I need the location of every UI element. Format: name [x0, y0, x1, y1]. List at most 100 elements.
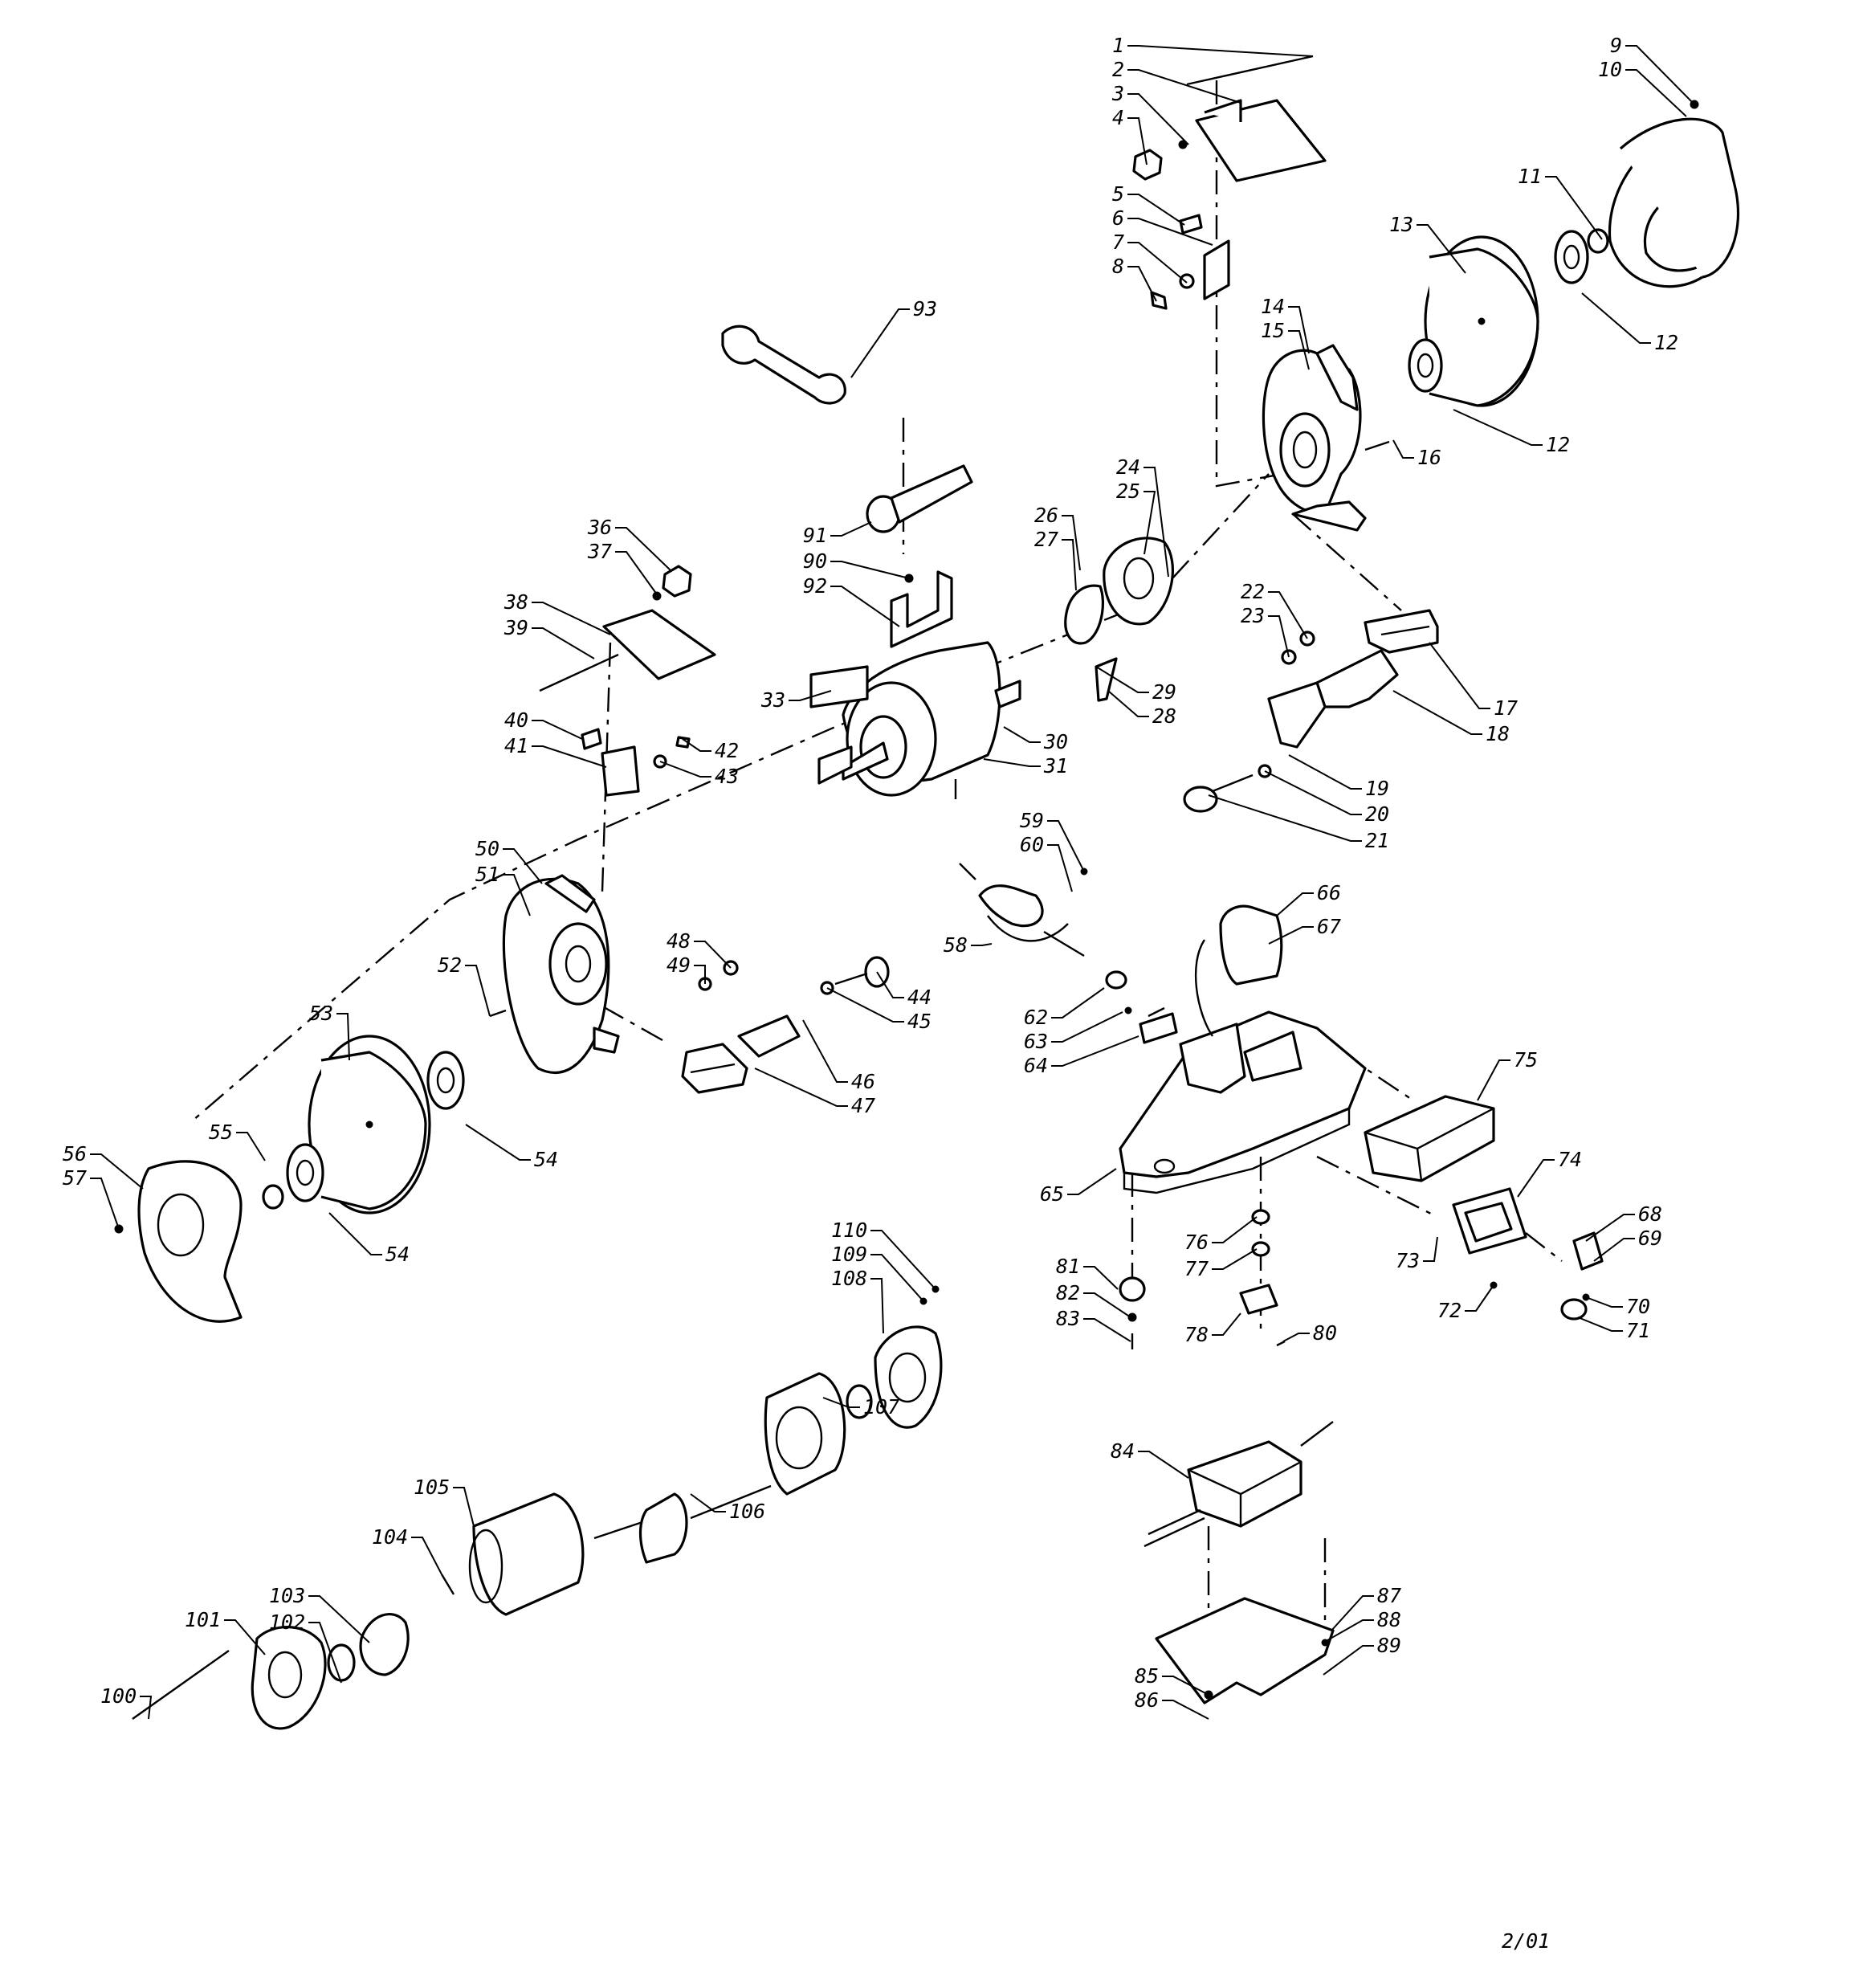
callout-23: 23: [1241, 604, 1290, 658]
leader-line: [1268, 591, 1308, 639]
leader-line: [789, 690, 832, 701]
callout-69: 69: [1593, 1227, 1662, 1262]
callout-label: 75: [1514, 1048, 1538, 1072]
leader-line: [1143, 467, 1169, 578]
leader-line: [1585, 1214, 1635, 1242]
callout-label: 25: [1116, 480, 1140, 503]
callout-label: 76: [1184, 1231, 1209, 1254]
callout-52: 52: [438, 953, 491, 1017]
callout-label: 16: [1417, 446, 1441, 469]
leader-line: [876, 971, 904, 998]
leader-line: [1127, 93, 1189, 145]
callout-12: 12: [1453, 409, 1570, 456]
callout-110: 110: [831, 1219, 936, 1290]
callout-64: 64: [1024, 1035, 1139, 1077]
leader-line: [971, 943, 993, 946]
callout-label: 22: [1241, 580, 1265, 603]
callout-92: 92: [803, 574, 900, 627]
leader-line: [690, 1493, 726, 1512]
end-bell-right: [1064, 537, 1174, 702]
callout-label: 54: [385, 1243, 410, 1266]
leader-line: [236, 1132, 266, 1161]
callout-label: 93: [913, 297, 937, 320]
callout-label: 17: [1494, 696, 1518, 720]
callout-26: 26: [1034, 504, 1081, 571]
callout-layer: 1234567891011121213141516171819202122232…: [63, 34, 1695, 1720]
callout-label: 3: [1111, 82, 1124, 105]
callout-label: 100: [100, 1684, 137, 1708]
callout-17: 17: [1429, 642, 1518, 720]
callout-label: 24: [1116, 455, 1140, 479]
callout-label: 106: [729, 1500, 765, 1523]
callout-label: 69: [1638, 1227, 1662, 1250]
callout-65: 65: [1040, 1168, 1117, 1206]
callout-15: 15: [1261, 319, 1310, 370]
leader-line: [465, 965, 491, 1017]
callout-73: 73: [1396, 1236, 1438, 1272]
leader-line: [1162, 1676, 1209, 1696]
leader-line: [1453, 409, 1543, 446]
leader-line: [1051, 1011, 1123, 1043]
callout-label: 59: [1020, 809, 1044, 832]
callout-47: 47: [754, 1067, 875, 1117]
callout-label: 5: [1112, 182, 1124, 206]
callout-label: 33: [760, 688, 785, 712]
callout-label: 82: [1056, 1281, 1080, 1304]
callout-27: 27: [1034, 528, 1077, 591]
callout-36: 36: [587, 516, 671, 571]
callout-59: 59: [1020, 809, 1085, 872]
leader-line: [1264, 770, 1362, 815]
leader-line: [1083, 1266, 1119, 1290]
callout-label: 27: [1034, 528, 1058, 551]
callout-4: 4: [1112, 106, 1148, 165]
callout-label: 7: [1112, 231, 1124, 254]
callout-label: 85: [1135, 1664, 1159, 1688]
callout-56: 56: [63, 1142, 144, 1190]
leader-line: [1323, 1619, 1374, 1643]
callout-label: 30: [1043, 730, 1068, 753]
callout-label: 6: [1112, 206, 1124, 230]
leader-line: [822, 1397, 860, 1408]
leader-line: [682, 738, 711, 752]
callout-106: 106: [690, 1493, 765, 1523]
leader-line: [532, 745, 607, 768]
callout-63: 63: [1024, 1011, 1123, 1053]
callout-label: 80: [1313, 1321, 1337, 1345]
callout-60: 60: [1020, 833, 1073, 892]
callout-50: 50: [475, 837, 543, 884]
callout-label: 4: [1112, 106, 1124, 129]
leader-line: [1062, 515, 1081, 571]
callout-3: 3: [1111, 82, 1189, 145]
leader-line: [1127, 45, 1314, 57]
callout-label: 2: [1112, 58, 1124, 81]
callout-67: 67: [1268, 915, 1341, 945]
leader-line: [1047, 820, 1085, 872]
callout-107: 107: [822, 1395, 899, 1419]
callout-label: 91: [803, 524, 827, 547]
callout-81: 81: [1056, 1255, 1119, 1290]
callout-label: 74: [1558, 1148, 1582, 1171]
leader-line: [830, 561, 910, 579]
callout-label: 12: [1654, 331, 1678, 354]
callout-label: 31: [1043, 754, 1068, 778]
leader-line: [1051, 987, 1105, 1018]
lamp-assembly: [866, 464, 973, 648]
leader-line: [1083, 1318, 1131, 1342]
callout-label: 14: [1261, 295, 1285, 318]
leader-line: [1331, 1595, 1374, 1631]
callout-14: 14: [1261, 295, 1310, 354]
callout-2: 2: [1112, 58, 1241, 104]
right-tool-rest: [1183, 609, 1439, 813]
callout-10: 10: [1598, 58, 1687, 117]
leader-line: [1392, 690, 1482, 735]
leader-line: [1047, 844, 1073, 892]
callout-9: 9: [1610, 34, 1695, 105]
leader-line: [336, 1013, 350, 1061]
leader-line: [1268, 926, 1314, 945]
callout-label: 78: [1184, 1323, 1209, 1346]
leader-line: [532, 720, 583, 740]
leader-line: [1323, 1645, 1374, 1676]
callout-label: 8: [1112, 255, 1124, 278]
callout-22: 22: [1241, 580, 1308, 639]
